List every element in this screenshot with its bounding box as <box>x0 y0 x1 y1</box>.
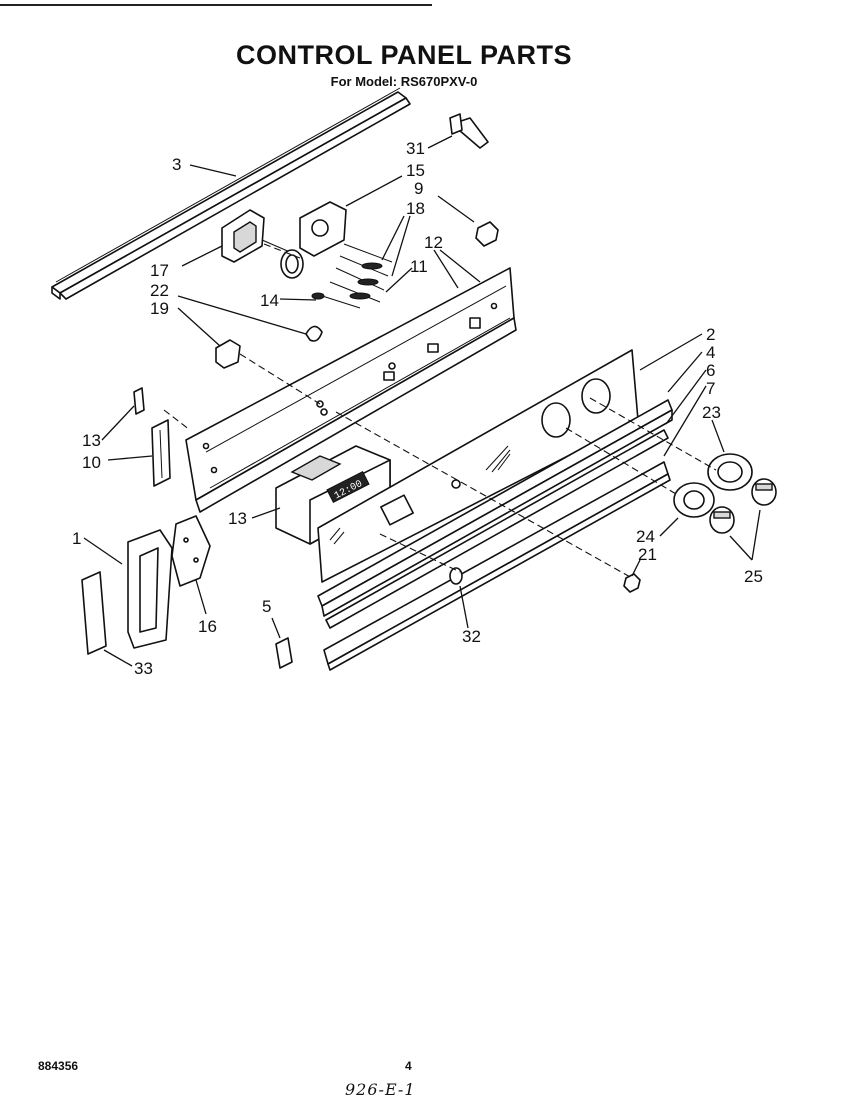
part-22-clip <box>305 325 323 342</box>
callout-10: 10 <box>82 453 101 472</box>
callout-6: 6 <box>706 361 715 380</box>
callout-14: 16 <box>198 617 217 636</box>
callout-11: 11 <box>410 257 428 276</box>
callout-5: 5 <box>262 597 271 616</box>
callout-25: 25 <box>744 567 763 586</box>
part-24-bezel <box>673 482 715 518</box>
part-15-bracket <box>133 387 145 415</box>
callout-16: 14 <box>260 291 279 310</box>
callout-24: 24 <box>636 527 655 546</box>
part-25-knob-lower <box>709 506 735 534</box>
part-20-terminal <box>215 339 241 369</box>
callout-9: 9 <box>414 179 423 198</box>
part-5-end-cap <box>275 637 293 669</box>
callout-2: 2 <box>706 325 715 344</box>
callout-22: 22 <box>150 281 169 300</box>
callout-3: 3 <box>172 155 181 174</box>
leader-lines <box>83 135 761 667</box>
part-7-trim <box>323 461 671 671</box>
callout-23: 23 <box>702 403 721 422</box>
part-9-clip <box>475 221 499 247</box>
assembly-lines <box>163 243 717 579</box>
callout-4: 4 <box>706 343 715 362</box>
callout-18: 17 <box>150 261 169 280</box>
callout-32: 32 <box>462 627 481 646</box>
part-3-trim-strip <box>51 87 411 300</box>
part-31-bracket <box>449 113 489 149</box>
top-rule <box>0 4 432 6</box>
part-10-bracket <box>151 419 171 487</box>
page-number: 4 <box>405 1059 412 1073</box>
control-panel-backing <box>185 267 517 513</box>
callout-19: 18 <box>406 199 425 218</box>
callout-33: 33 <box>134 659 153 678</box>
handwritten-note: 926-E-1 <box>345 1080 416 1099</box>
part-19-ring <box>280 249 304 279</box>
part-32-spacer <box>449 567 463 585</box>
part-4-trim <box>317 399 673 617</box>
callout-31: 31 <box>406 139 425 158</box>
page-title: CONTROL PANEL PARTS <box>235 40 573 70</box>
part-23-bezel <box>707 453 753 491</box>
callout-17: 15 <box>406 161 425 180</box>
callout-1: 1 <box>72 529 81 548</box>
callout-15: 13 <box>82 431 101 450</box>
callout-20: 19 <box>150 299 169 318</box>
part-17-switch <box>299 201 347 257</box>
callout-7: 7 <box>706 379 715 398</box>
part-33-side-plate <box>81 571 107 655</box>
part-18-timer-motor <box>221 209 291 263</box>
callout-labels: 3 31 15 9 18 12 11 17 22 14 19 2 4 6 7 2… <box>72 139 763 678</box>
callout-13: 13 <box>228 509 247 528</box>
part-1-side-bracket <box>127 529 173 649</box>
part-6-trim <box>325 429 669 629</box>
model-subtitle: For Model: RS670PXV-0 <box>330 74 478 89</box>
document-number: 884356 <box>38 1059 79 1073</box>
wire-harness <box>329 243 393 303</box>
part-25-knob-upper <box>751 478 777 506</box>
callout-21: 21 <box>638 545 657 564</box>
part-21-nut <box>623 573 641 593</box>
part-14-mount-plate <box>171 515 211 587</box>
callout-12: 12 <box>424 233 443 252</box>
part-16-sensor <box>311 292 361 309</box>
